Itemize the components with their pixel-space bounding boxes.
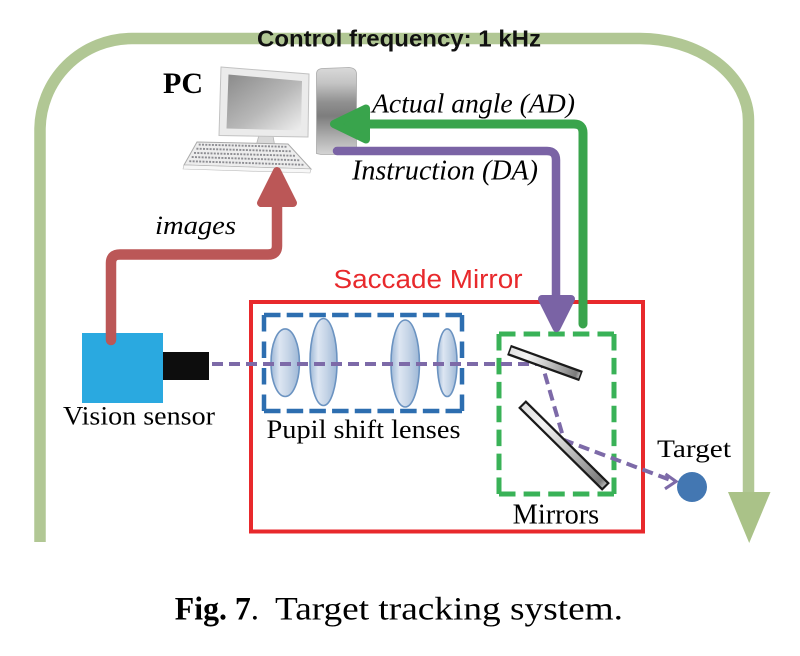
svg-text:PC: PC xyxy=(163,67,203,100)
svg-text:Fig. 7.Target tracking system.: Fig. 7.Target tracking system. xyxy=(175,592,623,628)
svg-text:images: images xyxy=(155,211,236,240)
svg-text:Control frequency: 1 kHz: Control frequency: 1 kHz xyxy=(257,26,541,52)
svg-text:Pupil shift lenses: Pupil shift lenses xyxy=(267,414,461,444)
svg-text:Instruction (DA): Instruction (DA) xyxy=(351,156,538,187)
svg-text:Actual angle (AD): Actual angle (AD) xyxy=(370,88,575,119)
svg-text:Vision sensor: Vision sensor xyxy=(63,401,215,431)
svg-text:Target: Target xyxy=(657,434,731,463)
svg-text:Mirrors: Mirrors xyxy=(513,500,600,531)
svg-text:Saccade Mirror: Saccade Mirror xyxy=(334,266,524,294)
